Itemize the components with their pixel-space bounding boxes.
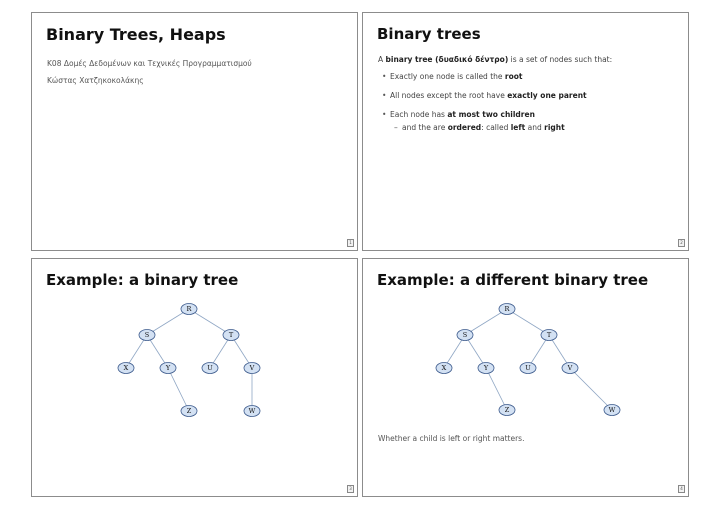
tree-node-t: T (540, 329, 558, 341)
tree-edge-r-s (464, 308, 508, 336)
definition-term: binary tree (δυαδικό δέντρο) (385, 55, 509, 64)
author-name: Κώστας Χατζηκοκολάκης (47, 76, 144, 85)
tree-node-v: V (243, 362, 261, 374)
tree-edge-s-y (146, 334, 169, 369)
tree-node-label: T (229, 331, 234, 339)
tree-node-label: V (249, 364, 255, 372)
tree-node-label: Z (187, 407, 192, 415)
tree-edge-y-z (167, 367, 190, 412)
tree-edge-y-z (485, 367, 508, 411)
slide-binary-trees: Binary trees A binary tree (δυαδικό δέντ… (362, 12, 689, 251)
sub-bullet-item: and the are ordered: called left and rig… (378, 122, 680, 133)
page-number: 2 (678, 239, 685, 247)
tree-node-label: R (505, 305, 511, 313)
tree-node-u: U (519, 362, 537, 374)
tree-node-label: S (145, 331, 149, 339)
bullet-item: Exactly one node is called the root (378, 71, 680, 82)
tree-edge-s-x (443, 334, 466, 369)
tree-node-v: V (561, 362, 579, 374)
tree-edge-s-y (464, 334, 487, 369)
tree-node-shape (201, 362, 219, 374)
tree-node-s: S (138, 329, 156, 341)
tree-node-label: W (249, 407, 256, 415)
tree-node-shape (138, 329, 156, 341)
tree-node-w: W (243, 405, 261, 417)
tree-edge-r-t (506, 308, 550, 336)
slide-title: Binary Trees, Heaps (46, 25, 226, 44)
tree-node-y: Y (477, 362, 495, 374)
tree-node-w: W (603, 404, 621, 416)
tree-node-label: Y (483, 364, 489, 372)
course-name: Κ08 Δομές Δεδομένων και Τεχνικές Προγραμ… (47, 59, 252, 68)
tree-node-shape (498, 303, 516, 315)
slide-title: Example: a binary tree (46, 271, 239, 289)
tree-node-shape (603, 404, 621, 416)
binary-tree-diagram: R S T X Y U V Z W (117, 303, 261, 417)
tree-node-label: U (525, 364, 531, 372)
tree-node-label: W (609, 406, 616, 414)
tree-node-z: Z (180, 405, 198, 417)
page-number: 3 (347, 485, 354, 493)
tree-node-x: X (117, 362, 135, 374)
tree-node-label: T (547, 331, 552, 339)
tree-node-shape (561, 362, 579, 374)
tree-node-shape (435, 362, 453, 374)
tree-edge-t-v (548, 334, 571, 369)
tree-node-shape (243, 362, 261, 374)
note-text: Whether a child is left or right matters… (378, 434, 525, 443)
tree-node-r: R (180, 303, 198, 315)
tree-edge-r-t (188, 308, 232, 336)
tree-node-label: Z (505, 406, 510, 414)
tree-node-s: S (456, 329, 474, 341)
slide-title: Example: a different binary tree (377, 271, 649, 289)
tree-node-y: Y (159, 362, 177, 374)
tree-node-t: T (222, 329, 240, 341)
tree-node-shape (456, 329, 474, 341)
tree-node-label: R (187, 305, 193, 313)
tree-node-label: V (567, 364, 573, 372)
tree-node-label: S (463, 331, 467, 339)
page-number: 4 (678, 485, 685, 493)
tree-node-shape (117, 362, 135, 374)
binary-tree-diagram: R S T X Y U V Z W (435, 303, 621, 416)
page-number: 1 (347, 239, 354, 247)
tree-node-u: U (201, 362, 219, 374)
tree-edge-t-u (527, 334, 550, 369)
tree-edge-r-s (146, 308, 190, 336)
slide-body: A binary tree (δυαδικό δέντρο) is a set … (378, 55, 680, 139)
tree-node-shape (222, 329, 240, 341)
tree-node-shape (180, 405, 198, 417)
tree-node-z: Z (498, 404, 516, 416)
tree-node-label: Y (165, 364, 171, 372)
tree-node-label: X (124, 364, 129, 372)
slide-example-different-tree: Example: a different binary tree R S T X Y U V… (362, 258, 689, 497)
tree-edge-v-w (569, 367, 613, 411)
tree-node-label: U (207, 364, 213, 372)
definition-text: A binary tree (δυαδικό δέντρο) is a set … (378, 55, 613, 64)
tree-node-shape (498, 404, 516, 416)
tree-node-shape (159, 362, 177, 374)
tree-node-shape (540, 329, 558, 341)
tree-node-shape (180, 303, 198, 315)
bullet-list: Exactly one node is called the root All … (378, 71, 680, 133)
bullet-item: All nodes except the root have exactly o… (378, 90, 680, 101)
tree-edge-t-v (230, 334, 253, 369)
bullet-item: Each node has at most two children (378, 109, 680, 120)
slide-title-page: Binary Trees, Heaps Κ08 Δομές Δεδομένων … (31, 12, 358, 251)
tree-edge-t-u (209, 334, 232, 369)
slide-title: Binary trees (377, 25, 481, 43)
tree-node-shape (477, 362, 495, 374)
tree-edge-s-x (125, 334, 148, 369)
slide-example-binary-tree: Example: a binary tree R S T X Y U V Z W 3 (31, 258, 358, 497)
tree-node-r: R (498, 303, 516, 315)
tree-node-label: X (442, 364, 447, 372)
tree-node-shape (243, 405, 261, 417)
tree-node-x: X (435, 362, 453, 374)
tree-node-shape (519, 362, 537, 374)
